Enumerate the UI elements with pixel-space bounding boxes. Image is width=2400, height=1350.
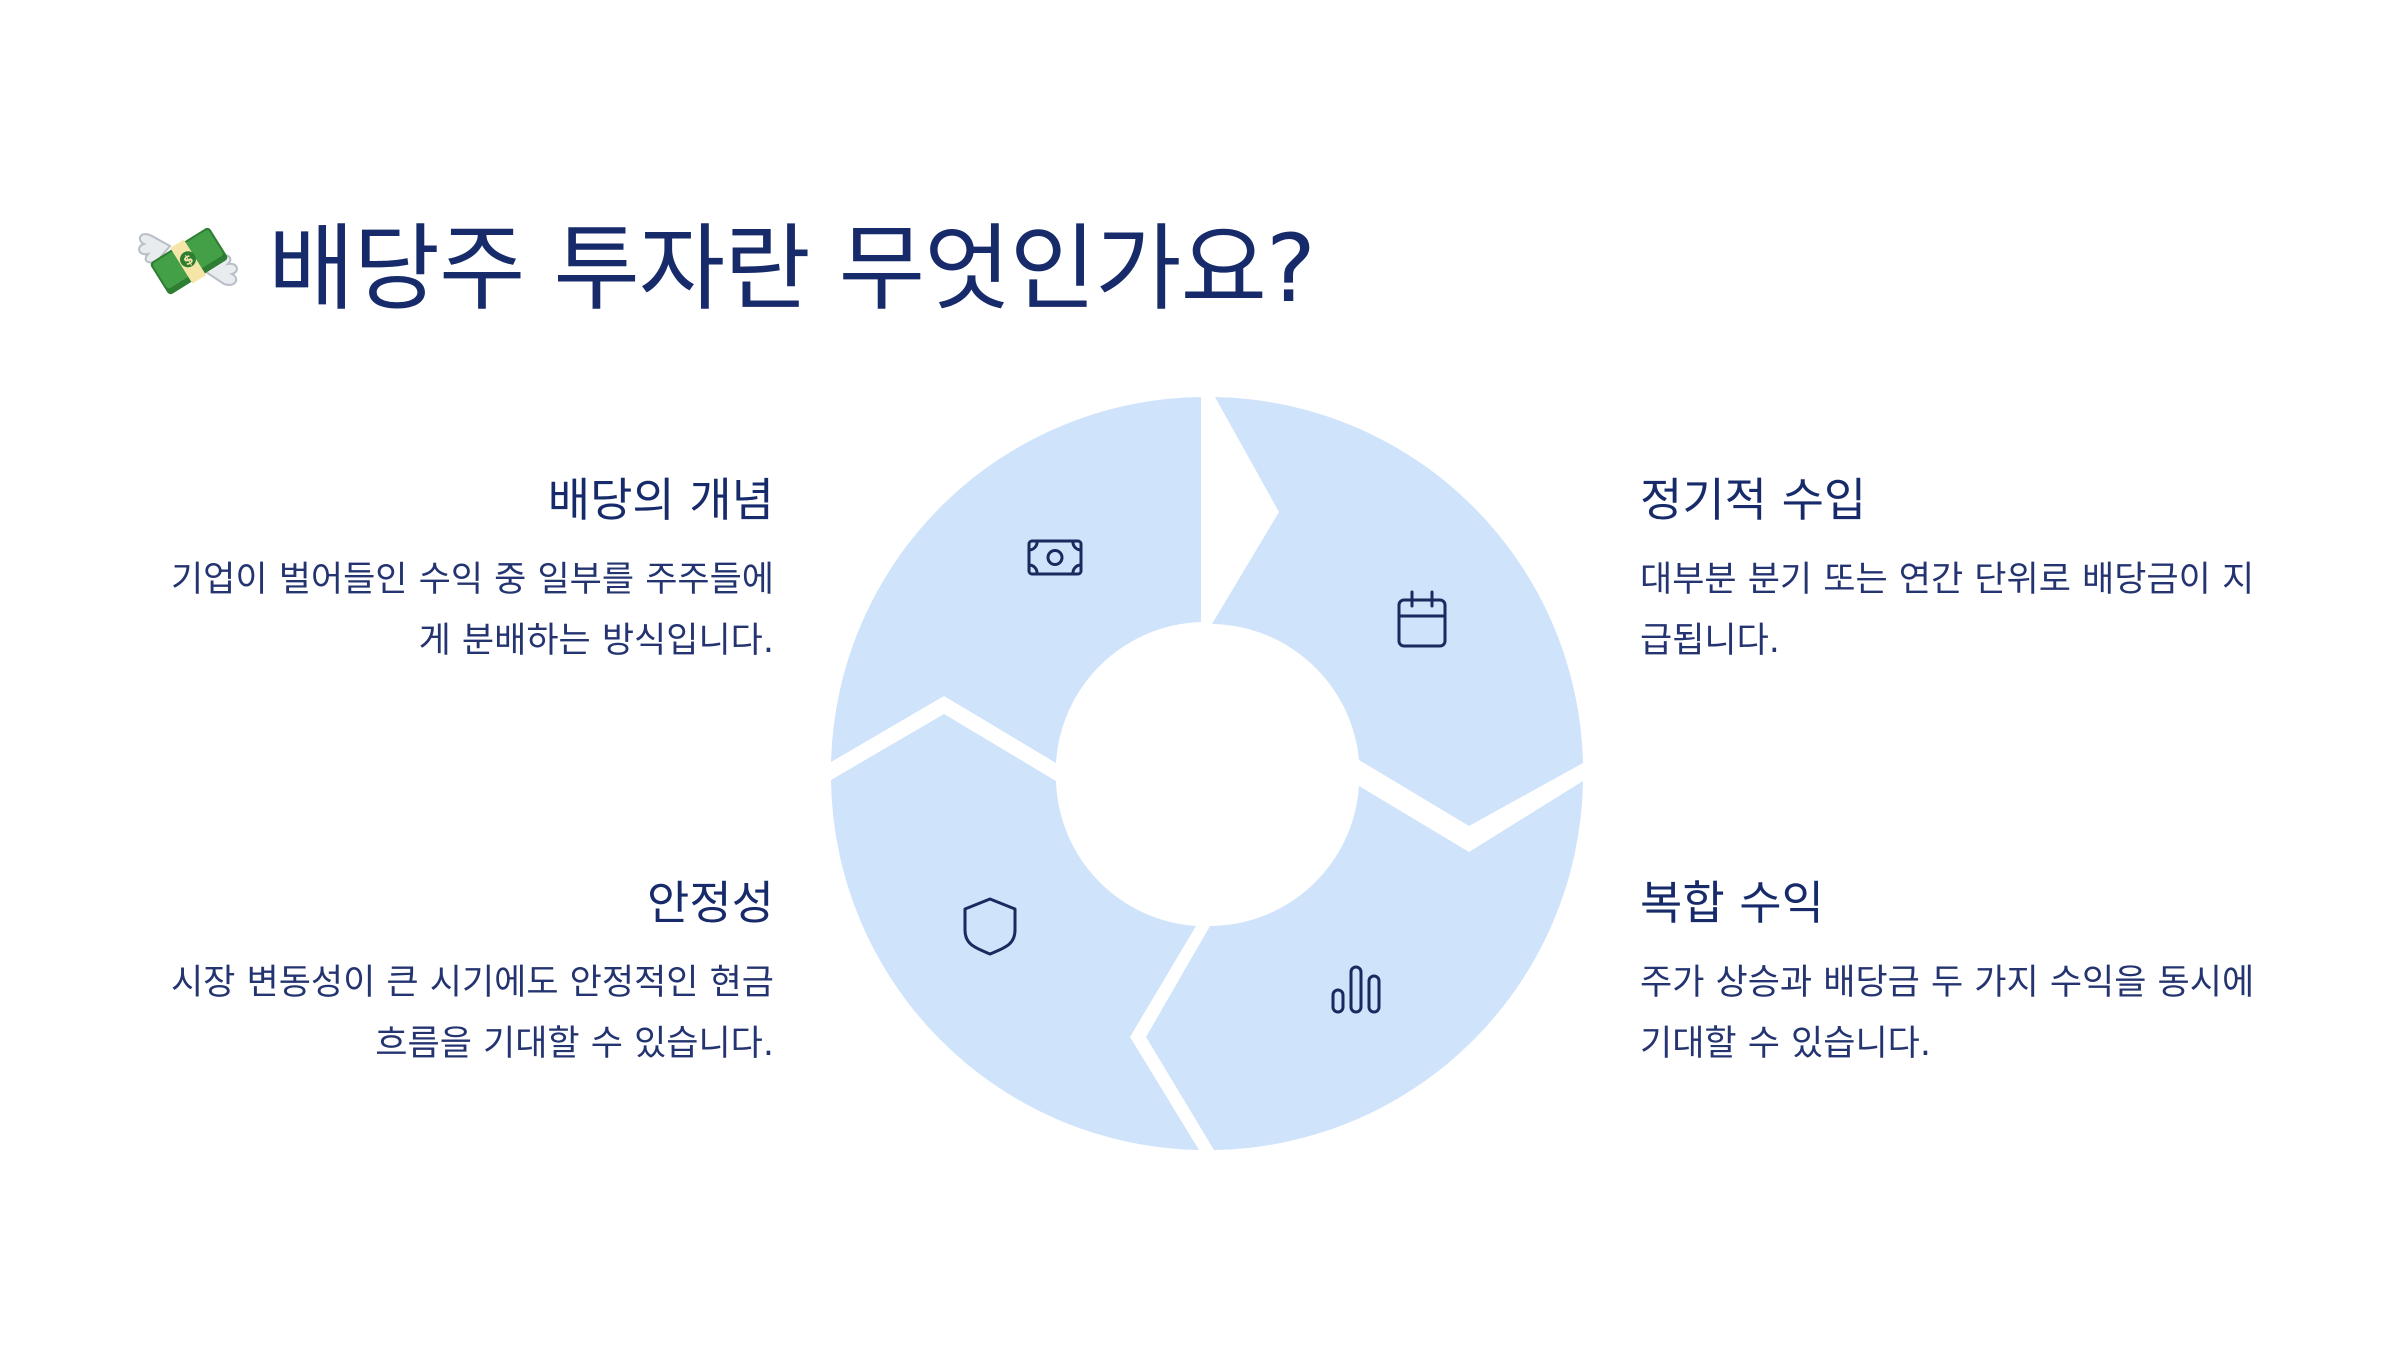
bar-chart-icon bbox=[1331, 965, 1381, 1014]
compound-return-desc-line1: 주가 상승과 배당금 두 가지 수익을 동시에 bbox=[1640, 963, 2255, 1003]
shield-icon bbox=[963, 897, 1017, 956]
concept-block: 배당의 개념 기업이 벌어들인 수익 중 일부를 주주들에 게 분배하는 방식입… bbox=[134, 470, 774, 672]
compound-return-description: 주가 상승과 배당금 두 가지 수익을 동시에 기대할 수 있습니다. bbox=[1640, 953, 2280, 1075]
stability-block: 안정성 시장 변동성이 큰 시기에도 안정적인 현금 흐름을 기대할 수 있습니… bbox=[134, 873, 774, 1075]
concept-desc-line2: 게 분배하는 방식입니다. bbox=[418, 621, 774, 661]
concept-title: 배당의 개념 bbox=[547, 473, 774, 527]
regular-income-desc-line1: 대부분 분기 또는 연간 단위로 배당금이 지 bbox=[1640, 560, 2255, 600]
banknote-icon bbox=[1027, 539, 1083, 576]
page-title: $ 배당주 투자란 무엇인가요? bbox=[134, 196, 1316, 326]
compound-return-block: 복합 수익 주가 상승과 배당금 두 가지 수익을 동시에 기대할 수 있습니다… bbox=[1640, 873, 2280, 1075]
money-with-wings-icon: $ bbox=[138, 227, 238, 295]
concept-desc-line1: 기업이 벌어들인 수익 중 일부를 주주들에 bbox=[170, 560, 774, 600]
compound-return-desc-line2: 기대할 수 있습니다. bbox=[1640, 1024, 1931, 1064]
segment-concept bbox=[831, 397, 1201, 763]
concept-description: 기업이 벌어들인 수익 중 일부를 주주들에 게 분배하는 방식입니다. bbox=[134, 550, 774, 672]
regular-income-description: 대부분 분기 또는 연간 단위로 배당금이 지 급됩니다. bbox=[1640, 550, 2280, 672]
title-text: 배당주 투자란 무엇인가요? bbox=[268, 215, 1316, 324]
calendar-icon bbox=[1397, 590, 1447, 648]
cycle-segments bbox=[831, 397, 1583, 1150]
stability-description: 시장 변동성이 큰 시기에도 안정적인 현금 흐름을 기대할 수 있습니다. bbox=[134, 953, 774, 1075]
stability-desc-line1: 시장 변동성이 큰 시기에도 안정적인 현금 bbox=[170, 963, 774, 1003]
stability-desc-line2: 흐름을 기대할 수 있습니다. bbox=[375, 1024, 774, 1064]
regular-income-title: 정기적 수입 bbox=[1640, 473, 1867, 527]
compound-return-title: 복합 수익 bbox=[1640, 876, 1824, 930]
stability-title: 안정성 bbox=[647, 876, 774, 930]
regular-income-block: 정기적 수입 대부분 분기 또는 연간 단위로 배당금이 지 급됩니다. bbox=[1640, 470, 2280, 672]
segment-compound-return bbox=[1146, 781, 1583, 1150]
regular-income-desc-line2: 급됩니다. bbox=[1640, 621, 1780, 661]
